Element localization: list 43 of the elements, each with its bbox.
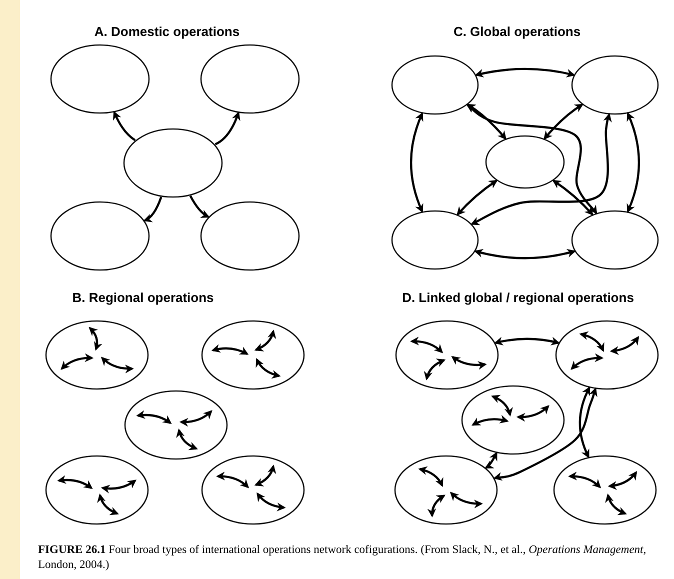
figure-caption: FIGURE 26.1 Four broad types of international operations network cofigurations. (From Slack, N., et al., Operations Management, London, 2004.)	[38, 543, 648, 573]
ellipse-node	[124, 390, 228, 460]
ellipse-node	[200, 201, 300, 271]
ellipse-node	[45, 320, 149, 390]
arrow	[626, 112, 640, 213]
ellipse-node	[571, 210, 659, 270]
arrow	[493, 387, 598, 482]
arrow	[474, 68, 576, 78]
arrow	[466, 104, 507, 140]
panel-heading: B. Regional operations	[72, 290, 214, 305]
arrow	[189, 195, 210, 218]
ellipse-node	[553, 455, 657, 525]
arrow	[143, 196, 162, 222]
ellipse-node	[123, 128, 223, 198]
arrow	[410, 112, 424, 213]
ellipse-node	[395, 320, 499, 390]
ellipse-node	[394, 455, 498, 525]
ellipse-node	[555, 320, 659, 390]
ellipse-node	[201, 455, 305, 525]
arrow	[474, 248, 576, 260]
ellipse-node	[200, 44, 300, 114]
panel-heading: D. Linked global / regional operations	[402, 290, 634, 305]
panel-heading: A. Domestic operations	[94, 24, 240, 39]
ellipse-node	[391, 55, 479, 115]
ellipse-node	[571, 55, 659, 115]
arrow	[456, 180, 498, 216]
ellipse-node	[391, 210, 479, 270]
arrow	[578, 386, 590, 458]
ellipse-node	[50, 44, 150, 114]
ellipse-node	[201, 320, 305, 390]
ellipse-node	[50, 201, 150, 271]
ellipse-node	[461, 385, 565, 455]
arrow	[543, 104, 584, 140]
arrow	[552, 180, 594, 216]
ellipse-node	[485, 135, 565, 189]
arrow	[113, 110, 136, 142]
panel-heading: C. Global operations	[453, 24, 581, 39]
arrow	[470, 113, 612, 225]
ellipse-node	[45, 455, 149, 525]
arrow	[484, 452, 498, 469]
arrow	[214, 111, 240, 146]
arrow	[494, 336, 560, 346]
arrow	[466, 104, 598, 214]
